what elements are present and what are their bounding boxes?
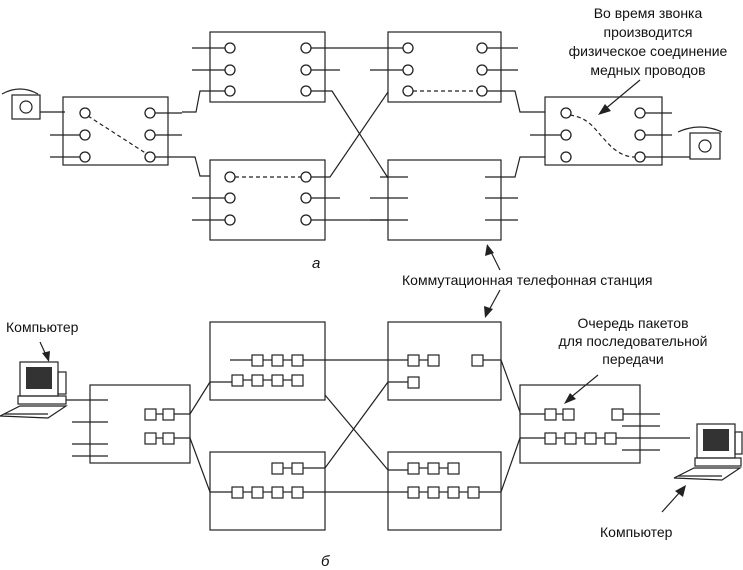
call-note-line3: физическое соединение bbox=[569, 43, 728, 59]
exchange-label-group: Коммутационная телефонная станция bbox=[402, 244, 652, 318]
call-note-line1: Во время звонка bbox=[594, 5, 703, 21]
router-b-left bbox=[66, 381, 211, 493]
circuit-switching-diagram: Во время звонка производится физическое … bbox=[1, 5, 728, 272]
queue-label-line3: передачи bbox=[602, 351, 663, 367]
router-b-lower-left bbox=[209, 381, 389, 531]
call-note-line2: производится bbox=[604, 24, 693, 40]
call-note-line4: медных проводов bbox=[590, 62, 705, 78]
telephone-right-icon bbox=[677, 126, 723, 160]
computer-right-label: Компьютер bbox=[600, 524, 673, 540]
router-b-right bbox=[519, 384, 690, 464]
switch-a-upper-right bbox=[370, 31, 545, 113]
switch-a-lower-right bbox=[370, 156, 545, 241]
packet-switching-diagram: Компьютер bbox=[0, 315, 743, 570]
computer-left-label: Компьютер bbox=[6, 319, 79, 335]
call-note-arrow bbox=[603, 79, 641, 111]
switch-a-upper-left bbox=[182, 31, 389, 179]
switch-a-left bbox=[50, 96, 210, 177]
router-b-lower-right bbox=[387, 437, 521, 531]
router-b-upper-left bbox=[209, 321, 389, 471]
queue-label-line1: Очередь пакетов bbox=[577, 315, 688, 331]
queue-label-line2: для последовательной bbox=[559, 333, 708, 349]
computer-right-icon bbox=[673, 423, 743, 481]
switch-a-lower-left bbox=[192, 91, 389, 241]
queue-arrow bbox=[569, 374, 599, 399]
exchange-label: Коммутационная телефонная станция bbox=[402, 272, 652, 288]
telephone-left-icon bbox=[1, 88, 65, 120]
switch-a-right bbox=[530, 96, 690, 166]
part-a-label: а bbox=[312, 255, 320, 272]
computer-left-icon bbox=[0, 361, 68, 419]
router-b-upper-right bbox=[387, 321, 521, 413]
part-b-label: б bbox=[321, 553, 330, 570]
